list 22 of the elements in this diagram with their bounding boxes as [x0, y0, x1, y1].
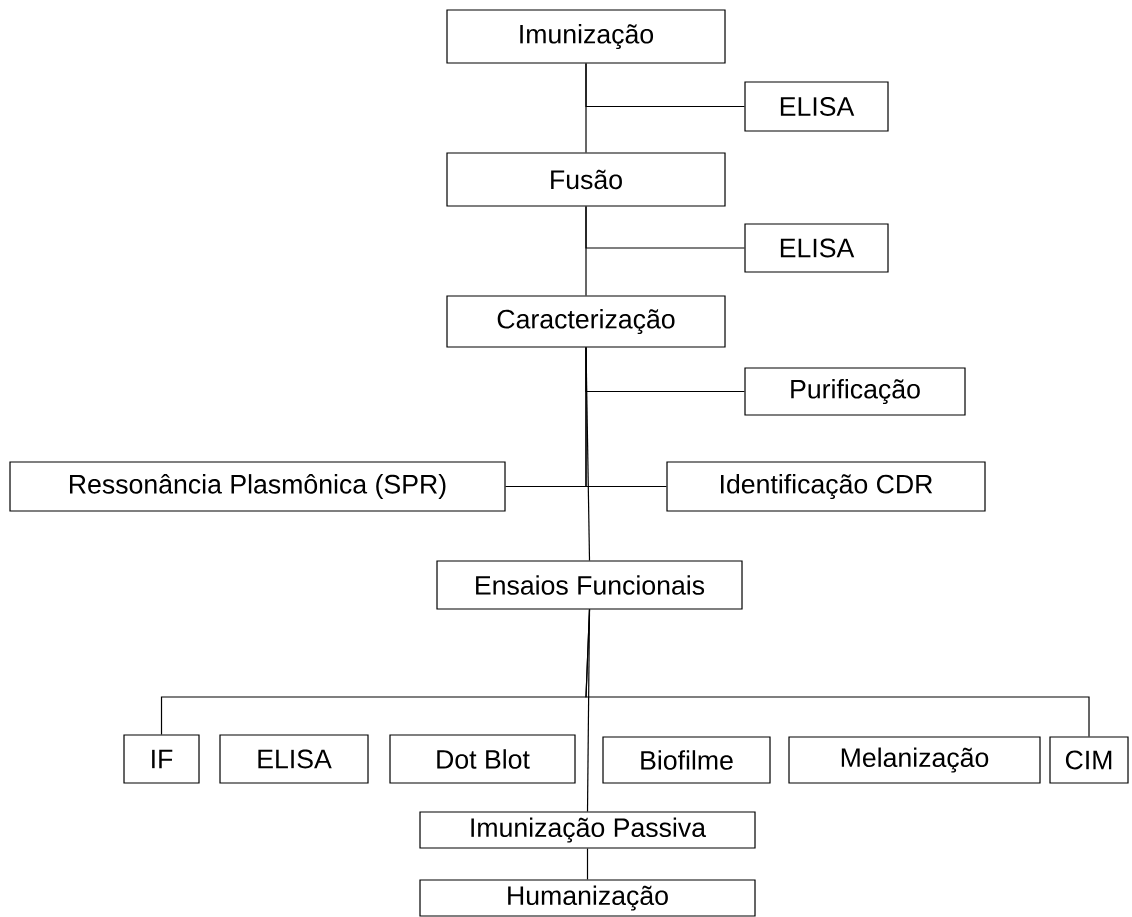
process-box: Imunização	[446, 9, 726, 64]
process-box: Dot Blot	[389, 734, 576, 784]
connector-line	[586, 609, 591, 812]
connector-line	[585, 206, 745, 249]
process-box: Biofilme	[602, 736, 771, 784]
process-box: ELISA	[744, 223, 889, 273]
process-box: CIM	[1049, 736, 1129, 784]
process-box: Fusão	[446, 152, 726, 207]
process-box: Ensaios Funcionais	[436, 560, 743, 610]
process-box: Imunização Passiva	[419, 811, 756, 849]
connector-line	[586, 848, 589, 880]
process-box: Identificação CDR	[666, 461, 986, 512]
process-box: IF	[123, 734, 200, 784]
process-box: Caracterização	[446, 295, 726, 348]
connector-line	[585, 347, 591, 561]
process-box: Purificação	[744, 367, 966, 416]
connector-line	[585, 63, 745, 108]
process-box: Melanização	[788, 736, 1041, 784]
process-box: Ressonância Plasmônica (SPR)	[9, 461, 506, 512]
process-box: ELISA	[744, 81, 889, 132]
process-box: ELISA	[219, 734, 369, 784]
process-box: Humanização	[419, 879, 756, 917]
